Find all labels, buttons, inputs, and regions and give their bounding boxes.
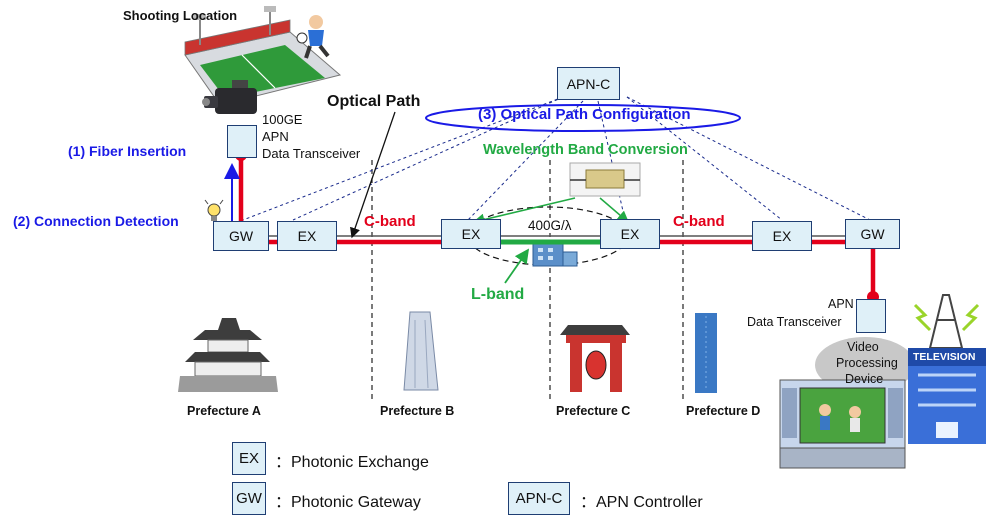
tv-station-building <box>908 348 986 444</box>
data-center-icon <box>532 243 578 267</box>
soccer-player-icon <box>296 15 330 59</box>
prefecture-a-label: Prefecture A <box>187 404 261 418</box>
step1-label: (1) Fiber Insertion <box>68 143 187 159</box>
conversion-arrow-right <box>599 197 630 223</box>
c-band-right-label: C-band <box>673 213 725 230</box>
video-processing-ellipse <box>815 337 915 393</box>
prefecture-c-label: Prefecture C <box>556 404 631 418</box>
castle-icon <box>178 318 278 392</box>
config-ellipse <box>425 104 741 132</box>
prefecture-b-label: Prefecture B <box>380 404 455 418</box>
television-sign: TELEVISION <box>913 351 976 363</box>
lightbulb-icon <box>204 199 224 221</box>
skyscraper-icon <box>403 311 439 391</box>
transceiver-right-box[interactable] <box>856 299 886 333</box>
optical-path-pointer <box>350 111 396 239</box>
rate-label: 400G/λ <box>526 218 574 233</box>
broadcast-tower-icon <box>913 294 980 349</box>
optical-path-label: Optical Path <box>327 93 421 110</box>
video-processing-line3: Device <box>845 372 884 386</box>
prefecture-dividers <box>371 160 684 400</box>
exchange-node-3[interactable]: EX <box>600 219 660 249</box>
gateway-right-node[interactable]: GW <box>845 219 900 249</box>
temple-gate-icon <box>560 325 630 392</box>
c-band-left-label: C-band <box>364 213 416 230</box>
transceiver-left-box[interactable] <box>227 125 257 158</box>
gateway-left-node[interactable]: GW <box>213 221 269 251</box>
step3-label: (3) Optical Path Configuration <box>478 106 691 123</box>
video-processing-line2: Processing <box>836 356 898 370</box>
exchange-node-1[interactable]: EX <box>277 221 337 251</box>
office-building-icon <box>695 313 717 393</box>
step2-label: (2) Connection Detection <box>13 213 179 229</box>
l-band-label: L-band <box>471 286 525 303</box>
exchange-node-2[interactable]: EX <box>441 219 501 249</box>
wavelength-conversion-label: Wavelength Band Conversion <box>483 142 688 158</box>
legend-apnc-key: APN-C <box>508 482 570 515</box>
control-lines <box>242 96 871 221</box>
converter-device-icon <box>569 162 641 197</box>
video-processing-line1: Video <box>847 340 879 354</box>
stadium-illustration <box>184 6 342 106</box>
legend-gw-key: GW <box>232 482 266 515</box>
transceiver-right-line2: Data Transceiver <box>747 315 842 329</box>
transceiver-left-line1: 100GE <box>262 112 303 127</box>
shooting-location-label: Shooting Location <box>123 8 238 23</box>
broadcast-console-icon <box>779 379 906 469</box>
transceiver-right-line1: APN <box>828 297 854 311</box>
legend-apnc-desc: ：APN Controller <box>580 494 703 511</box>
apn-controller-node[interactable]: APN-C <box>557 67 620 100</box>
legend-ex-key: EX <box>232 442 266 475</box>
video-camera-icon <box>202 80 257 114</box>
conversion-arrow-left <box>472 197 576 226</box>
l-band-arrow <box>504 248 530 284</box>
transceiver-left-line2: APN <box>262 129 289 144</box>
transceiver-left-line3: Data Transceiver <box>262 146 361 161</box>
legend-ex-desc: ：Photonic Exchange <box>275 454 429 471</box>
exchange-node-4[interactable]: EX <box>752 221 812 251</box>
optical-path-right <box>628 239 876 297</box>
prefecture-d-label: Prefecture D <box>686 404 761 418</box>
legend-gw-desc: ：Photonic Gateway <box>275 494 421 511</box>
